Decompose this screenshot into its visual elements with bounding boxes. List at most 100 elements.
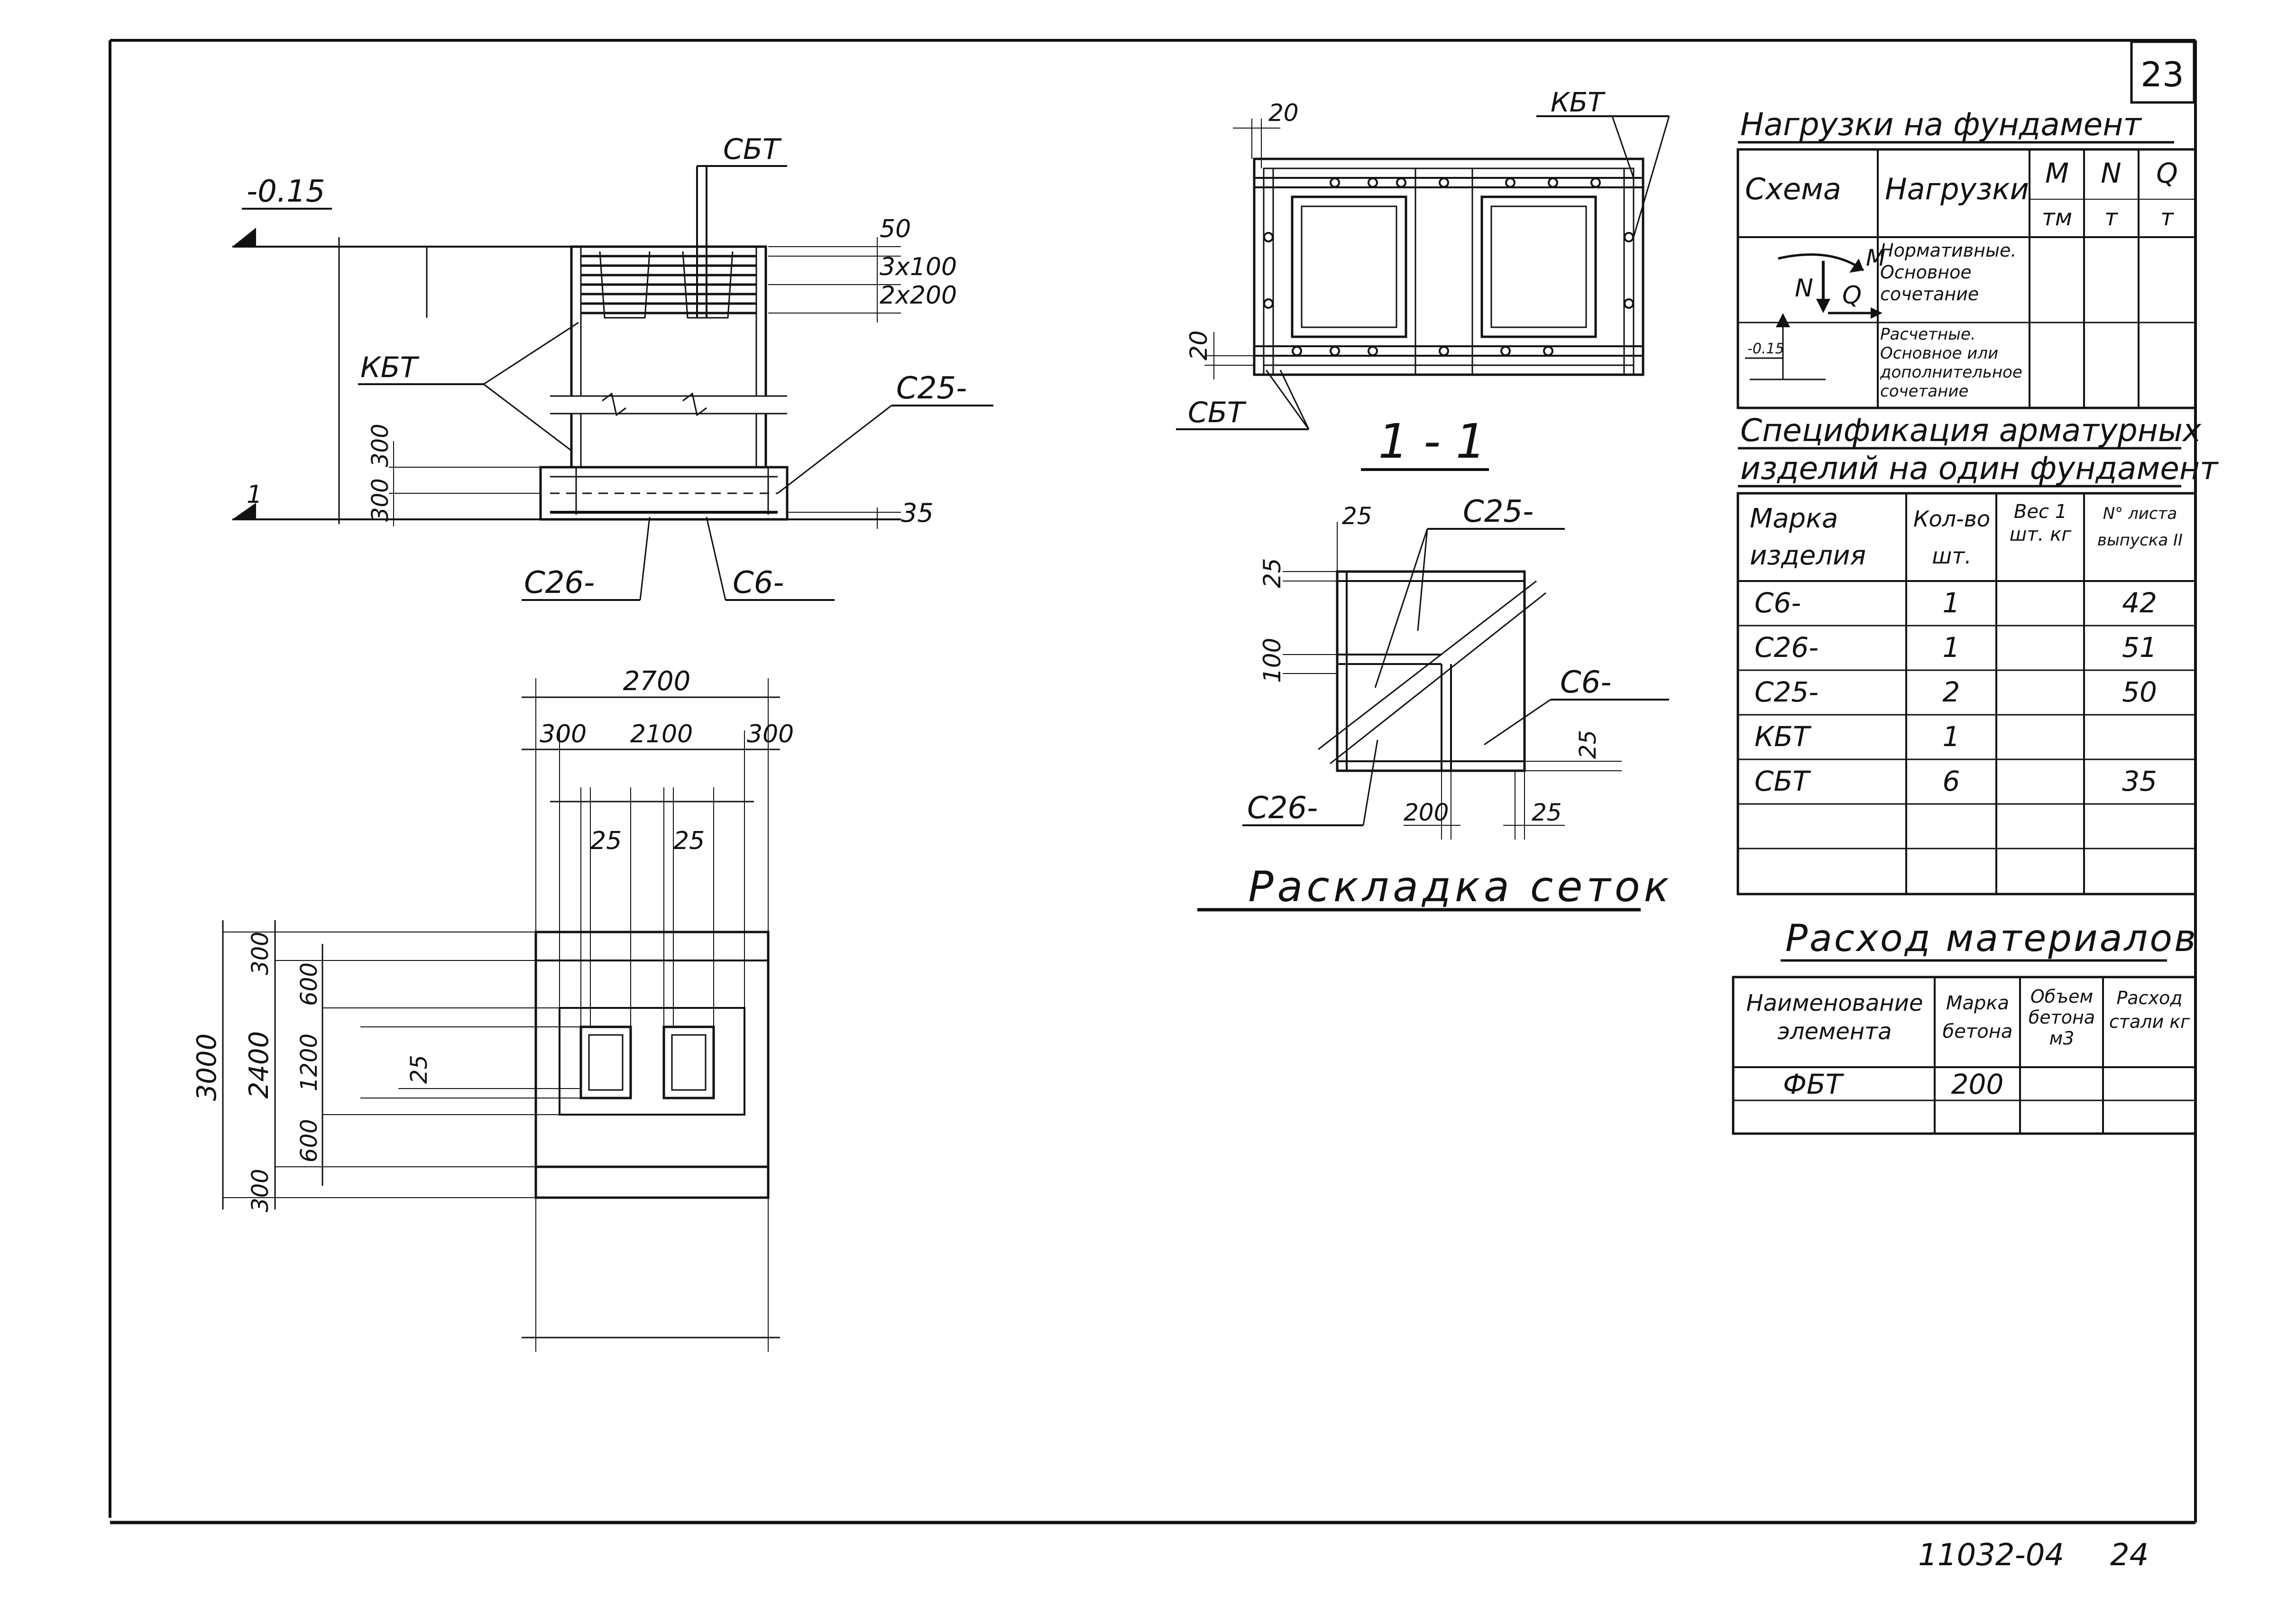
mesh-dim-100: 100 (1258, 638, 1286, 683)
dim-600-bottom: 600 (296, 1119, 322, 1163)
dim-20-top: 20 (1268, 99, 1299, 127)
scheme-n: N (1795, 274, 1813, 303)
dim-20-left: 20 (1185, 330, 1212, 360)
horizontal-bars (581, 255, 756, 314)
loads-header-n: N (2101, 157, 2121, 189)
mesh-label-c26: С26- (1247, 791, 1318, 826)
shear-arrow-icon (1871, 307, 1883, 319)
spec-header-mark: Марка изделия (1750, 503, 1866, 571)
label-kbt: КБТ (360, 351, 420, 384)
dim-300-b: 300 (367, 478, 394, 522)
dim-25-b: 25 (673, 827, 705, 855)
elevation-top: -0.15 (247, 174, 325, 209)
loads-table: Нагрузки на фундамент Схема Нагрузки M N… (1736, 106, 2197, 409)
spec-title-1: Спецификация арматурных (1740, 412, 2202, 449)
footer: 11032-04 24 (1918, 1538, 2149, 1573)
mesh-dim-200: 200 (1404, 799, 1449, 826)
foundation-top-view: 20 20 КБТ СБТ (1176, 87, 1670, 430)
label-sbt: СБТ (723, 133, 782, 166)
dim-3000: 3000 (192, 1034, 222, 1101)
loads-header-scheme: Схема (1745, 172, 1841, 206)
spec-cell-mark: СБТ (1754, 765, 1811, 797)
spec-cell-mark: С26- (1754, 631, 1818, 664)
elevation-arrow-icon (1776, 313, 1790, 327)
bar-dots (1263, 177, 1634, 356)
materials-header-volume: Объем бетона м3 (2028, 986, 2095, 1049)
label-c6: С6- (733, 565, 784, 600)
spec-cell-sheet: 42 (2122, 587, 2157, 619)
dim-2100: 2100 (630, 720, 693, 748)
label-c26: С26- (524, 565, 595, 600)
dim-2x200: 2x200 (880, 281, 957, 310)
load-scheme-diagram: M N Q -0.15 (1745, 245, 1885, 380)
mesh-dim-25-right: 25 (1575, 730, 1601, 759)
dim-300-a: 300 (367, 424, 394, 467)
mesh-dim-25-left: 25 (1258, 558, 1286, 588)
spec-cell-qty: 1 (1943, 720, 1960, 753)
mesh-label-c6: С6- (1560, 665, 1612, 700)
dim-2700: 2700 (623, 666, 691, 697)
dim-300-right: 300 (747, 720, 794, 748)
dim-25-a: 25 (590, 827, 622, 855)
dim-1200: 1200 (296, 1034, 322, 1091)
dim-300-bottom: 300 (247, 1169, 274, 1212)
foundation-plan: 2700 300 2100 300 25 25 3000 2400 300 60… (192, 666, 794, 1352)
section-1-1-title: 1 - 1 (1378, 414, 1486, 469)
loads-row-normative: Нормативные. Основное сочетание (1880, 240, 2017, 305)
spec-cell-mark: КБТ (1754, 720, 1812, 753)
materials-cell-element: ФБТ (1783, 1068, 1845, 1100)
spec-cell-qty: 6 (1943, 765, 1960, 797)
materials-header-steel: Расход стали кг (2109, 988, 2190, 1032)
dim-3x100: 3x100 (880, 253, 957, 281)
mesh-dim-25-top: 25 (1342, 502, 1372, 530)
scheme-q: Q (1842, 281, 1862, 310)
dim-25-c: 25 (406, 1055, 432, 1084)
moment-arrow-icon (1849, 258, 1864, 273)
spec-cell-qty: 1 (1943, 631, 1960, 664)
loads-unit-m: тм (2042, 204, 2072, 231)
dim-300-top: 300 (247, 932, 274, 975)
materials-header-element: Наименование элемента (1746, 990, 1923, 1045)
spec-cell-sheet: 50 (2122, 676, 2157, 708)
spec-cell-qty: 1 (1943, 587, 1960, 619)
materials-title: Расход материалов (1785, 917, 2198, 960)
spec-cell-mark: С25- (1754, 676, 1818, 708)
scheme-m: M (1866, 245, 1885, 271)
loads-unit-n: т (2104, 204, 2119, 231)
spec-cell-qty: 2 (1943, 676, 1960, 708)
materials-table: Расход материалов Наименование элемента … (1732, 917, 2198, 1135)
label-sbt-top: СБТ (1188, 396, 1247, 429)
spec-header-sheet: N° листа выпуска II (2097, 504, 2183, 550)
materials-header-grade: Марка бетона (1942, 992, 2013, 1043)
sheet-number: 23 (2140, 55, 2184, 94)
mesh-dim-25-bottom: 25 (1532, 799, 1562, 826)
dim-2400: 2400 (244, 1031, 275, 1099)
dim-35: 35 (901, 498, 934, 528)
elevation-mark-icon (232, 503, 256, 519)
dim-600-top: 600 (296, 962, 322, 1006)
scheme-elev: -0.15 (1747, 341, 1784, 357)
loads-header-m: M (2045, 157, 2069, 189)
elevation-mark-icon (232, 228, 256, 247)
dim-50: 50 (880, 215, 911, 243)
loads-row-design: Расчетные. Основное или дополнительное с… (1880, 325, 2022, 401)
spec-cell-sheet: 35 (2122, 765, 2157, 797)
spec-title-2: изделий на один фундамент (1740, 450, 2219, 487)
mesh-layout-title: Раскладка сеток (1248, 862, 1672, 911)
spec-header-qty: Кол-во шт. (1913, 506, 1991, 569)
loads-header-loads: Нагрузки (1885, 172, 2029, 206)
sheet-number-box (2130, 40, 2195, 104)
footer-code: 11032-04 (1918, 1538, 2064, 1573)
elevation-bottom: 1 (247, 480, 262, 509)
foundation-section: -0.15 1 СБТ (232, 133, 993, 601)
spec-cell-mark: С6- (1754, 587, 1801, 619)
spec-cell-sheet: 51 (2122, 631, 2157, 664)
spec-header-weight: Вес 1 шт. кг (2009, 501, 2072, 545)
label-c25: С25- (896, 371, 967, 406)
section-1-1: 1 - 1 25 25 100 С25- С6- 25 С26- (1197, 414, 1672, 912)
dim-300-left: 300 (540, 720, 587, 748)
spec-table: Спецификация арматурных изделий на один … (1736, 412, 2219, 895)
